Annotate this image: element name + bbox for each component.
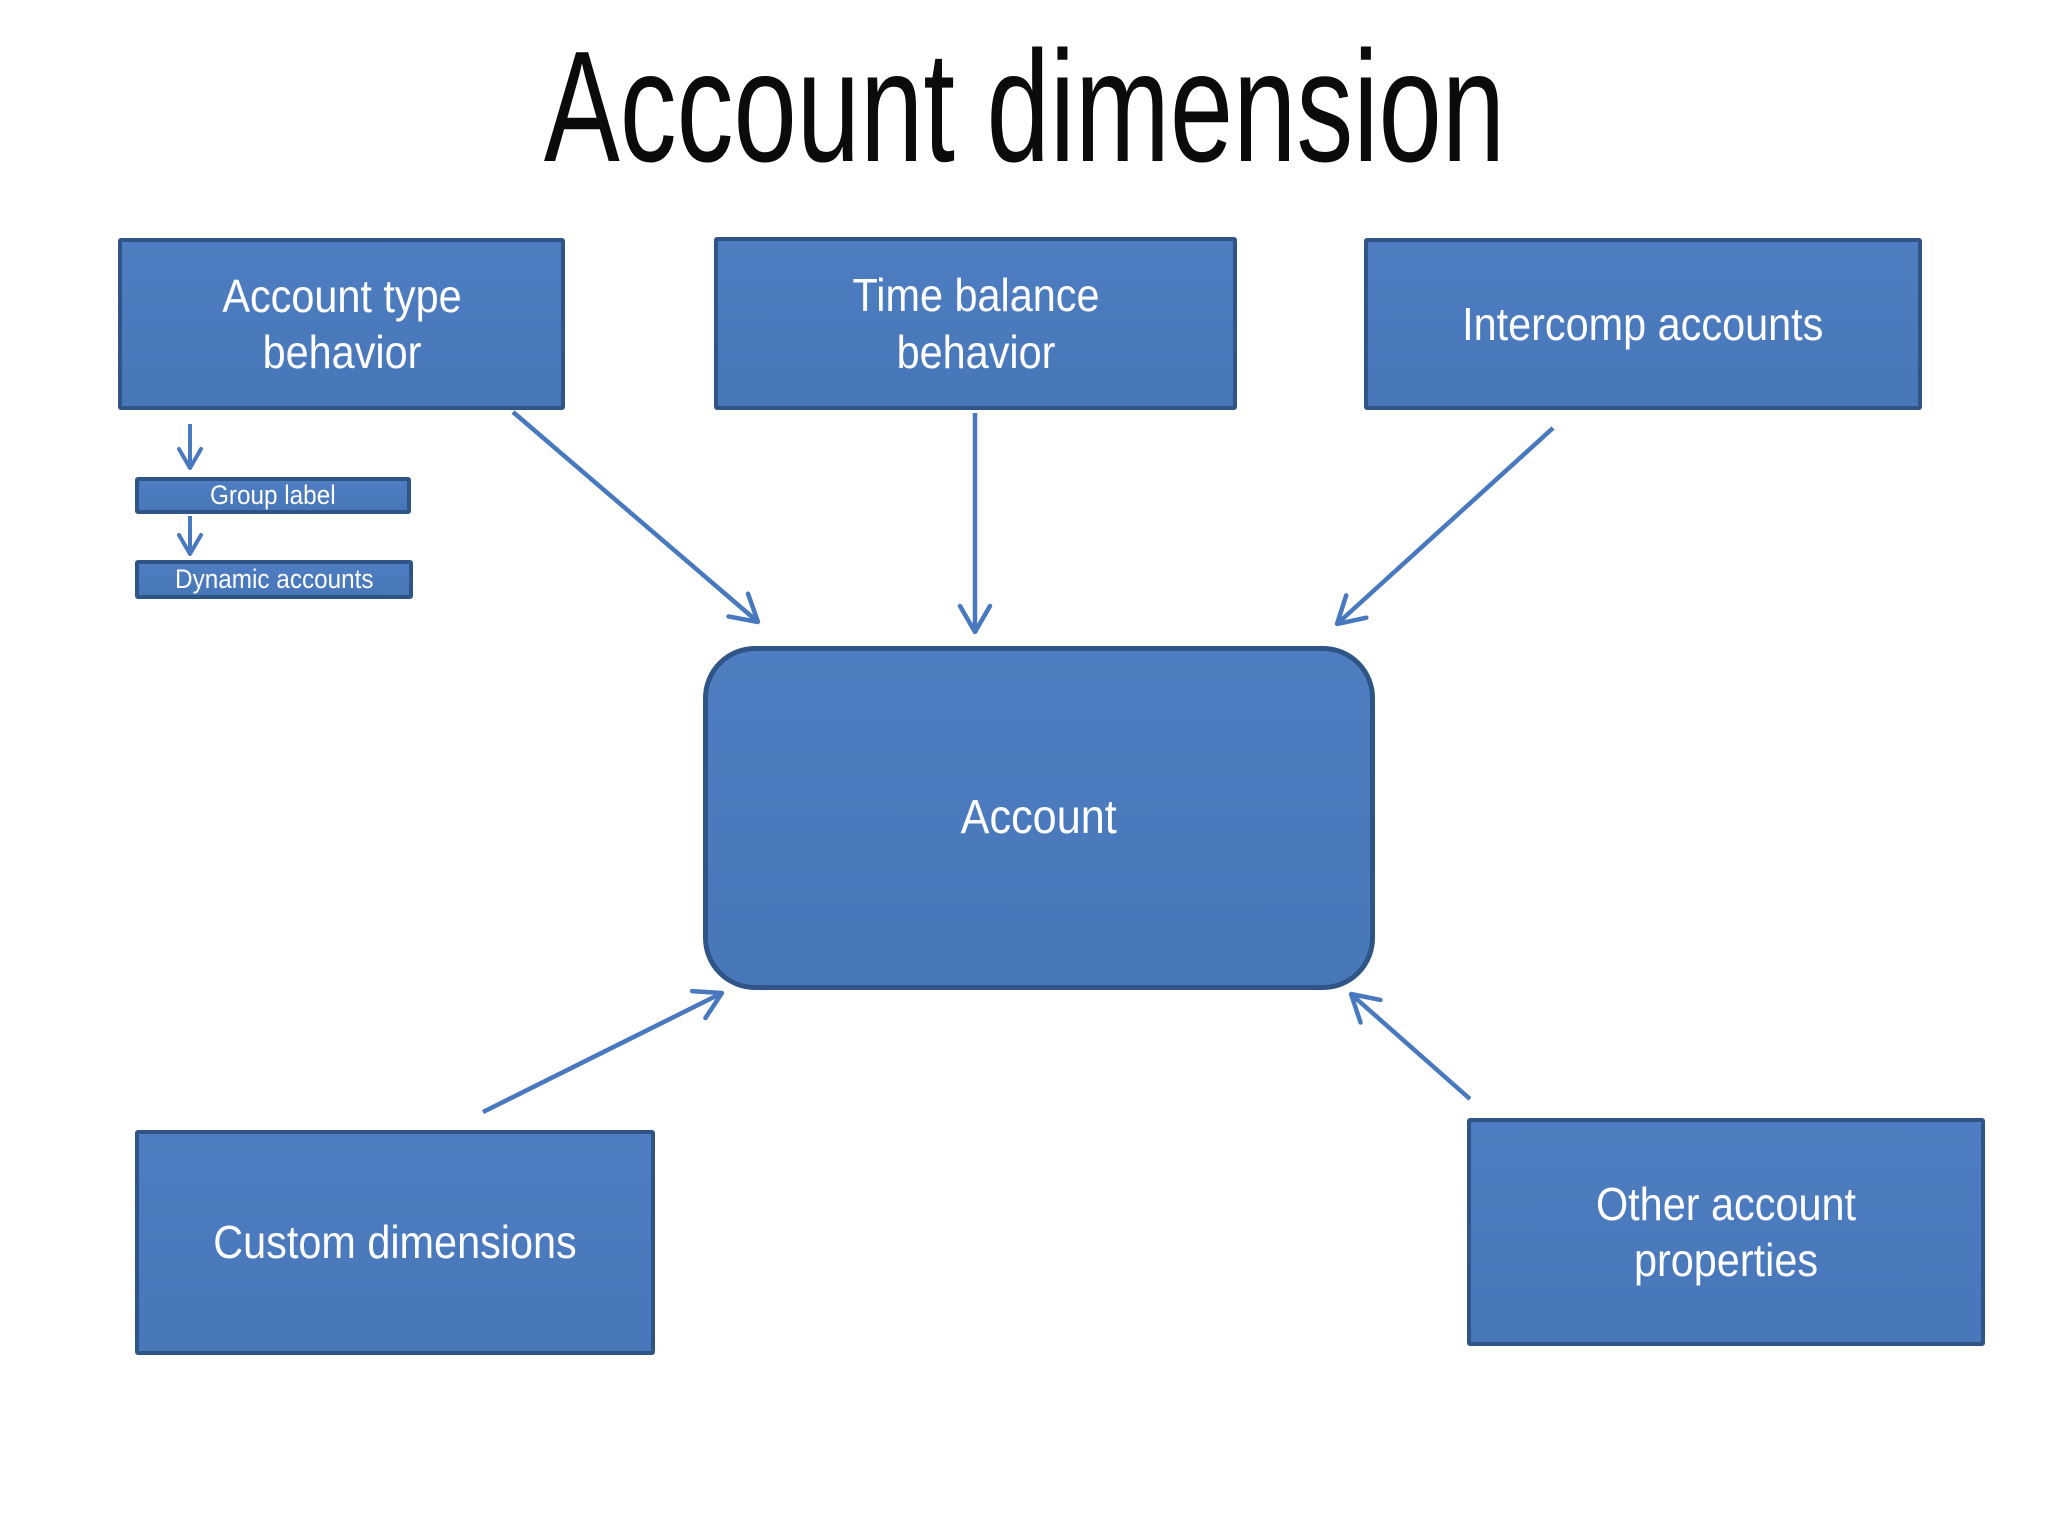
node-other-account-properties: Other account properties — [1467, 1118, 1985, 1346]
node-account-type-behavior-label: Account type behavior — [221, 269, 462, 378]
node-dynamic-accounts-label: Dynamic accounts — [174, 564, 374, 595]
node-group-label-label: Group label — [210, 480, 336, 511]
node-custom-dimensions-label: Custom dimensions — [213, 1216, 577, 1269]
edge-other-properties-to-account — [1351, 994, 1472, 1101]
node-time-balance-behavior: Time balance behavior — [714, 237, 1237, 410]
page-title: Account dimension — [0, 28, 2048, 186]
edge-account-type-to-account — [511, 410, 758, 622]
edge-intercomp-to-account — [1337, 426, 1555, 624]
node-dynamic-accounts: Dynamic accounts — [135, 560, 413, 599]
node-custom-dimensions: Custom dimensions — [135, 1130, 655, 1355]
node-account-type-behavior: Account type behavior — [118, 238, 565, 410]
node-account-label: Account — [960, 790, 1118, 844]
node-time-balance-behavior-label: Time balance behavior — [852, 269, 1099, 378]
page-title-text: Account dimension — [543, 19, 1505, 195]
edge-custom-dimensions-to-account — [481, 993, 722, 1115]
node-intercomp-accounts: Intercomp accounts — [1364, 238, 1922, 410]
node-other-account-properties-label: Other account properties — [1595, 1177, 1857, 1286]
node-intercomp-accounts-label: Intercomp accounts — [1462, 297, 1824, 350]
node-group-label: Group label — [135, 477, 411, 514]
node-account: Account — [703, 646, 1375, 990]
